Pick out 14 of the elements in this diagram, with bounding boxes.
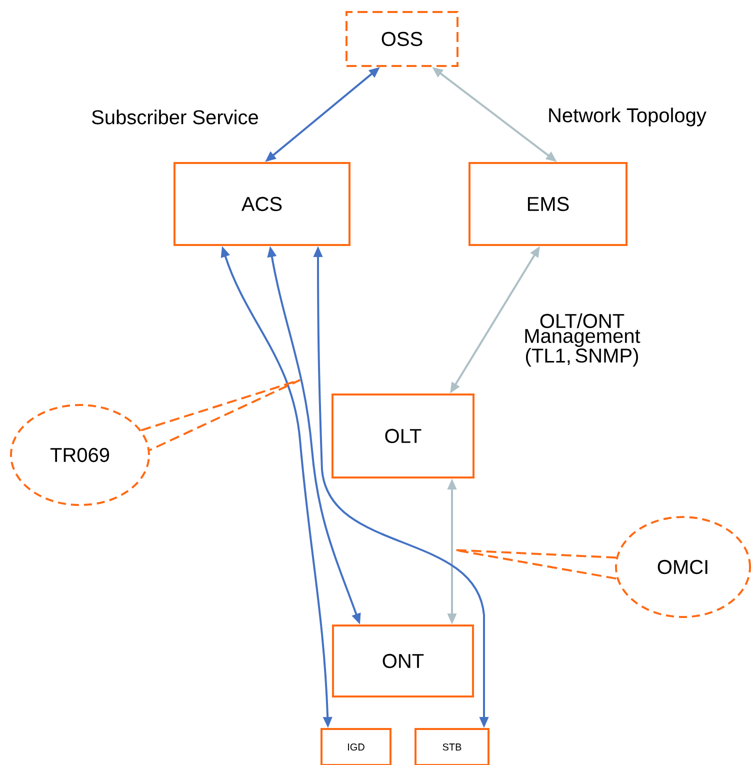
dashed-box: OSS [346, 11, 458, 67]
process-box: OLT [332, 394, 474, 478]
edge-label: Subscriber Service [90, 108, 260, 126]
callout-bubble: TR069 [10, 404, 150, 506]
device-box: IGD [320, 728, 392, 765]
edge-label: OLT/ONT Management (TL1, SNMP) [506, 312, 658, 368]
process-box: EMS [468, 162, 628, 246]
device-box: STB [414, 728, 490, 765]
process-box: ACS [174, 162, 350, 246]
leader-line [454, 549, 617, 580]
callout-bubble: OMCI [615, 516, 751, 618]
edge-label: Network Topology [546, 106, 708, 128]
leader-line [140, 379, 301, 452]
process-box: ONT [332, 624, 474, 698]
